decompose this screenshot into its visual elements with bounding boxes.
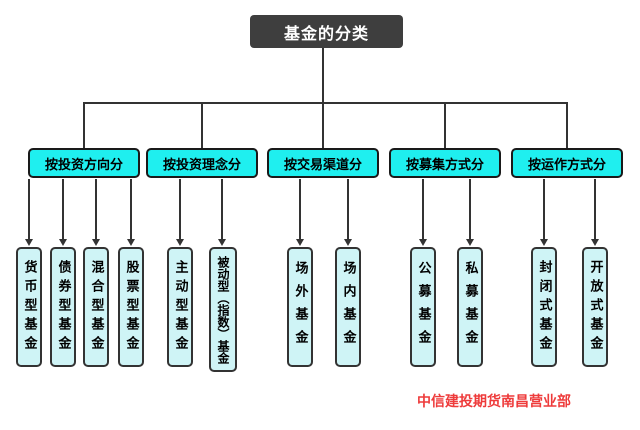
- leaf-label: 主动型基金: [172, 259, 188, 355]
- leaf-node-bond-fund: 债券型基金: [50, 247, 76, 367]
- connector-drop-1: [83, 102, 85, 149]
- leaf-node-active-fund: 主动型基金: [167, 247, 193, 367]
- branch-node-fundraising-method: 按募集方式分: [389, 148, 501, 178]
- arrow-to-leaf-3-1: [296, 179, 304, 246]
- branch-node-investment-philosophy: 按投资理念分: [146, 148, 258, 178]
- leaf-label: 货币型基金: [21, 259, 37, 355]
- leaf-label: 私募基金: [462, 261, 478, 353]
- leaf-label: 开放式基金: [587, 259, 603, 355]
- connector-drop-5: [566, 102, 568, 149]
- arrow-to-leaf-1-2: [59, 179, 67, 246]
- leaf-label: 混合型基金: [88, 259, 104, 355]
- connector-root-drop: [322, 48, 324, 103]
- root-node-fund-classification: 基金的分类: [250, 15, 403, 48]
- arrow-to-leaf-2-1: [176, 179, 184, 246]
- connector-drop-3: [322, 102, 324, 149]
- connector-drop-4: [444, 102, 446, 149]
- leaf-label: 公募基金: [415, 261, 431, 353]
- leaf-node-public-fund: 公募基金: [410, 247, 436, 367]
- leaf-node-hybrid-fund: 混合型基金: [83, 247, 109, 367]
- arrow-to-leaf-5-1: [540, 179, 548, 246]
- arrow-to-leaf-5-2: [591, 179, 599, 246]
- leaf-label: 场外基金: [292, 261, 308, 353]
- arrow-to-leaf-2-2: [218, 179, 226, 246]
- leaf-node-open-end-fund: 开放式基金: [582, 247, 608, 367]
- arrow-to-leaf-1-1: [25, 179, 33, 246]
- branch-node-operation-mode: 按运作方式分: [511, 148, 623, 178]
- leaf-label: 场内基金: [340, 261, 356, 353]
- leaf-node-closed-end-fund: 封闭式基金: [531, 247, 557, 367]
- leaf-label: 被动型（指数）基金: [216, 255, 230, 364]
- leaf-node-money-fund: 货币型基金: [16, 247, 42, 367]
- branch-node-investment-direction: 按投资方向分: [28, 148, 140, 178]
- leaf-node-otc-fund: 场外基金: [287, 247, 313, 367]
- arrow-to-leaf-1-3: [92, 179, 100, 246]
- leaf-node-passive-index-fund: 被动型（指数）基金: [209, 247, 237, 372]
- connector-drop-2: [201, 102, 203, 149]
- arrow-to-leaf-3-2: [344, 179, 352, 246]
- arrow-to-leaf-1-4: [127, 179, 135, 246]
- leaf-label: 债券型基金: [55, 259, 71, 355]
- branch-node-trading-channel: 按交易渠道分: [267, 148, 379, 178]
- branding-caption: 中信建投期货南昌营业部: [417, 394, 571, 410]
- leaf-label: 股票型基金: [123, 259, 139, 355]
- connector-rail: [83, 102, 568, 104]
- arrow-to-leaf-4-1: [419, 179, 427, 246]
- leaf-node-stock-fund: 股票型基金: [118, 247, 144, 367]
- leaf-node-private-fund: 私募基金: [457, 247, 483, 367]
- leaf-label: 封闭式基金: [536, 259, 552, 355]
- arrow-to-leaf-4-2: [466, 179, 474, 246]
- leaf-node-exchange-fund: 场内基金: [335, 247, 361, 367]
